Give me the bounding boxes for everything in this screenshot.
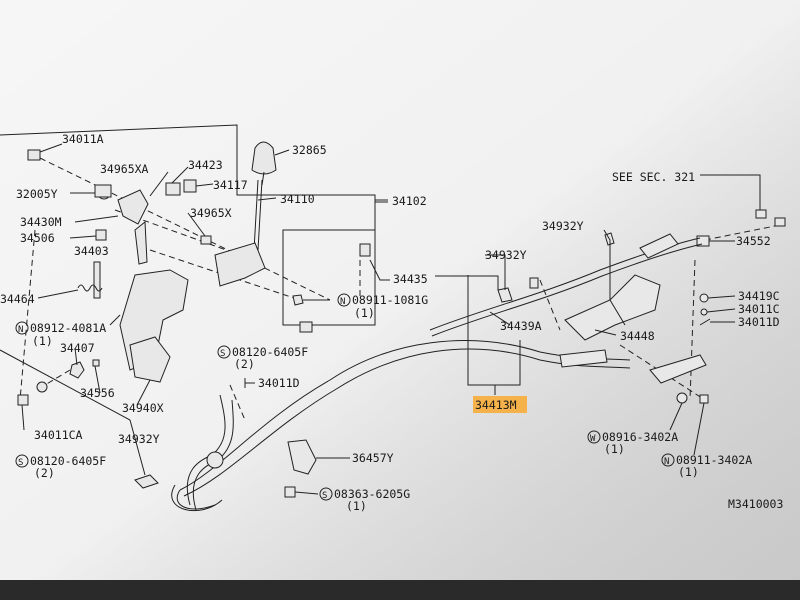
- mark-s-text-08363-6205G: S: [322, 491, 327, 501]
- mark-s-08120-6405F-b: [15, 454, 29, 468]
- label-34932Y-top: 34932Y: [542, 219, 584, 233]
- label-34011C: 34011C: [738, 302, 780, 316]
- label-34011CA: 34011CA: [34, 428, 83, 442]
- mark-s-08120-6405F-a: [217, 345, 231, 359]
- mark-n-text-08912-4081A: N: [18, 325, 23, 335]
- label-34011D-b: 34011D: [738, 315, 780, 329]
- label-34965X: 34965X: [190, 206, 232, 220]
- part-shapes: [17, 141, 786, 498]
- mark-n-08912-4081A: [15, 321, 29, 335]
- label-34117: 34117: [213, 178, 248, 192]
- label-34556: 34556: [80, 386, 115, 400]
- label-34423: 34423: [188, 158, 223, 172]
- qty-08912-4081A: (1): [32, 334, 53, 348]
- group-frame-lines: [0, 124, 388, 476]
- mark-n-text-08911-3402A: N: [664, 457, 669, 467]
- label-34965XA: 34965XA: [100, 162, 149, 176]
- mark-s-text-08120-6405F-b: S: [18, 458, 23, 468]
- qty-08120-6405F-b: (2): [34, 466, 55, 480]
- mark-n-text-08911-1081G: N: [340, 297, 345, 307]
- label-34448: 34448: [620, 329, 655, 343]
- mark-s-text-08120-6405F-a: S: [220, 349, 225, 359]
- label-34413M: 34413M: [475, 398, 517, 412]
- qty-08363-6205G: (1): [346, 499, 367, 513]
- label-see-sec-321: SEE SEC. 321: [612, 170, 695, 184]
- label-34419C: 34419C: [738, 289, 780, 303]
- qty-08911-1081G: (1): [354, 306, 375, 320]
- qty-08916-3402A: (1): [604, 442, 625, 456]
- mark-n-08911-3402A: [661, 453, 675, 467]
- label-08120-6405F-b: 08120-6405F: [30, 454, 106, 468]
- mark-n-08911-1081G: [337, 293, 351, 307]
- label-34011D-a: 34011D: [258, 376, 300, 390]
- label-34435: 34435: [393, 272, 428, 286]
- mark-s-08363-6205G: [319, 487, 333, 501]
- monitor-bezel: [0, 580, 800, 600]
- mark-w-08916-3402A: [587, 430, 601, 444]
- label-34110: 34110: [280, 192, 315, 206]
- label-08120-6405F-a: 08120-6405F: [232, 345, 308, 359]
- label-08911-1081G: 08911-1081G: [352, 293, 428, 307]
- label-34940X: 34940X: [122, 401, 164, 415]
- label-34407: 34407: [60, 341, 95, 355]
- label-34011A: 34011A: [62, 132, 104, 146]
- label-34439A: 34439A: [500, 319, 542, 333]
- label-08912-4081A: 08912-4081A: [30, 321, 106, 335]
- label-34932Y-mid: 34932Y: [485, 248, 527, 262]
- leader-lines: [37, 143, 761, 495]
- qty-08911-3402A: (1): [678, 465, 699, 479]
- highlight-34413M: [473, 396, 527, 413]
- mark-w-text-08916-3402A: W: [590, 434, 596, 444]
- label-36457Y: 36457Y: [352, 451, 394, 465]
- label-34932Y-left: 34932Y: [118, 432, 160, 446]
- label-08916-3402A: 08916-3402A: [602, 430, 678, 444]
- label-34403: 34403: [74, 244, 109, 258]
- part-labels: 34011A 32005Y 34430M 34506 34403 34464 3…: [0, 132, 783, 513]
- label-34430M: 34430M: [20, 215, 62, 229]
- label-08911-3402A: 08911-3402A: [676, 453, 752, 467]
- label-34552: 34552: [736, 234, 771, 248]
- label-34464: 34464: [0, 292, 35, 306]
- qty-08120-6405F-a: (2): [234, 357, 255, 371]
- label-32005Y: 32005Y: [16, 187, 58, 201]
- control-cables: [171, 233, 703, 512]
- diagram-code: M3410003: [728, 497, 783, 511]
- label-08363-6205G: 08363-6205G: [334, 487, 410, 501]
- label-32865: 32865: [292, 143, 327, 157]
- label-34102: 34102: [392, 194, 427, 208]
- label-34506: 34506: [20, 231, 55, 245]
